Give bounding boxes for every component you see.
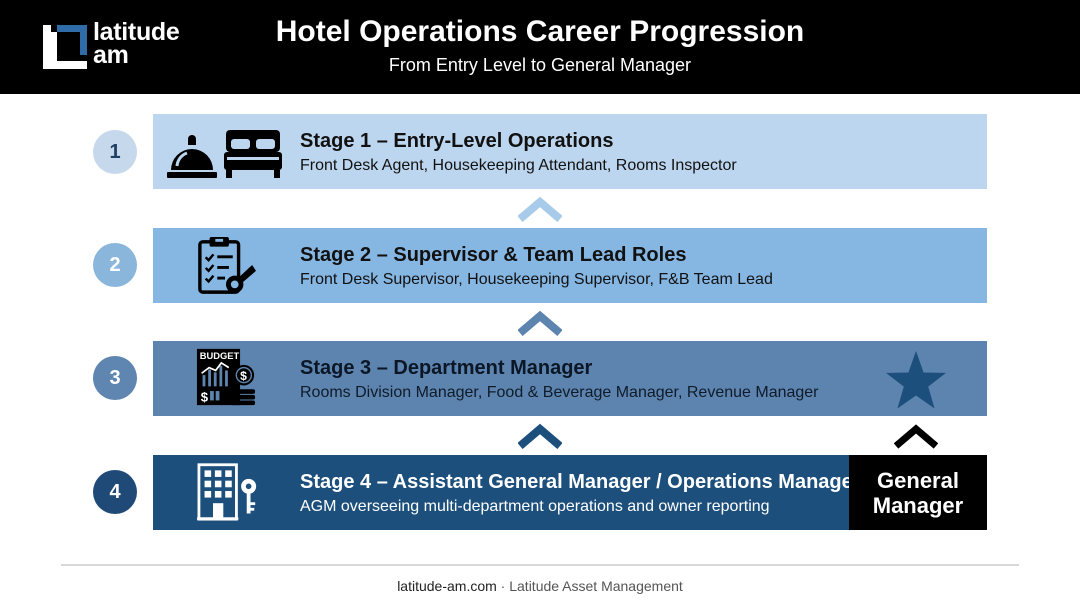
stage-2-bar: Stage 2 – Supervisor & Team Lead Roles F… (153, 228, 987, 303)
stage-4-title: Stage 4 – Assistant General Manager / Op… (300, 471, 861, 493)
stage-3-bar: BUDGET $ $ Stage 3 – Department Manager … (153, 341, 987, 416)
stage-3-number: 3 (93, 356, 137, 400)
general-manager-box: General Manager (849, 455, 987, 530)
footer-org-name: Latitude Asset Management (509, 578, 683, 594)
stage-4-number: 4 (93, 470, 137, 514)
page-title: Hotel Operations Career Progression (275, 15, 805, 48)
bed-icon (224, 130, 282, 178)
stage-4-description: AGM overseeing multi-department operatio… (300, 498, 770, 515)
budget-report-icon: BUDGET $ $ (196, 348, 256, 406)
latitude-am-logo: latitude am (43, 18, 203, 70)
page-subtitle: From Entry Level to General Manager (388, 55, 692, 75)
star-icon (886, 351, 946, 409)
logo-wordmark: latitude am (93, 18, 180, 69)
stage-3-description: Rooms Division Manager, Food & Beverage … (300, 384, 819, 401)
footer-separator: · (500, 578, 506, 594)
service-bell-icon (167, 135, 217, 178)
clipboard-whistle-icon (198, 236, 256, 294)
building-key-icon (197, 463, 257, 521)
footer: latitude-am.com · Latitude Asset Managem… (0, 577, 1080, 595)
logo-line-1: latitude (93, 18, 180, 46)
stage-2-description: Front Desk Supervisor, Housekeeping Supe… (300, 271, 773, 288)
stage-1-bar: Stage 1 – Entry-Level Operations Front D… (153, 114, 987, 189)
stage-3-title: Stage 3 – Department Manager (300, 357, 593, 379)
header-bar: latitude am Hotel Operations Career Prog… (0, 0, 1080, 94)
logo-line-2: am (93, 41, 129, 69)
stage-1-description: Front Desk Agent, Housekeeping Attendant… (300, 157, 737, 174)
stage-2-title: Stage 2 – Supervisor & Team Lead Roles (300, 244, 687, 266)
chevron-up-icon (518, 196, 562, 222)
footer-divider (61, 564, 1019, 566)
chevron-up-icon (518, 423, 562, 449)
svg-text:$: $ (240, 369, 247, 383)
stage-1-title: Stage 1 – Entry-Level Operations (300, 130, 614, 152)
stage-4-bar: Stage 4 – Assistant General Manager / Op… (153, 455, 861, 530)
general-manager-label: General Manager (872, 467, 964, 518)
chevron-up-icon (518, 310, 562, 336)
footer-site-link[interactable]: latitude-am.com (397, 578, 497, 594)
stage-2-number: 2 (93, 243, 137, 287)
logo-mark-icon (43, 25, 87, 69)
budget-label: BUDGET (200, 351, 240, 361)
stage-1-number: 1 (93, 130, 137, 174)
svg-text:$: $ (201, 389, 209, 404)
chevron-up-icon (894, 424, 938, 449)
